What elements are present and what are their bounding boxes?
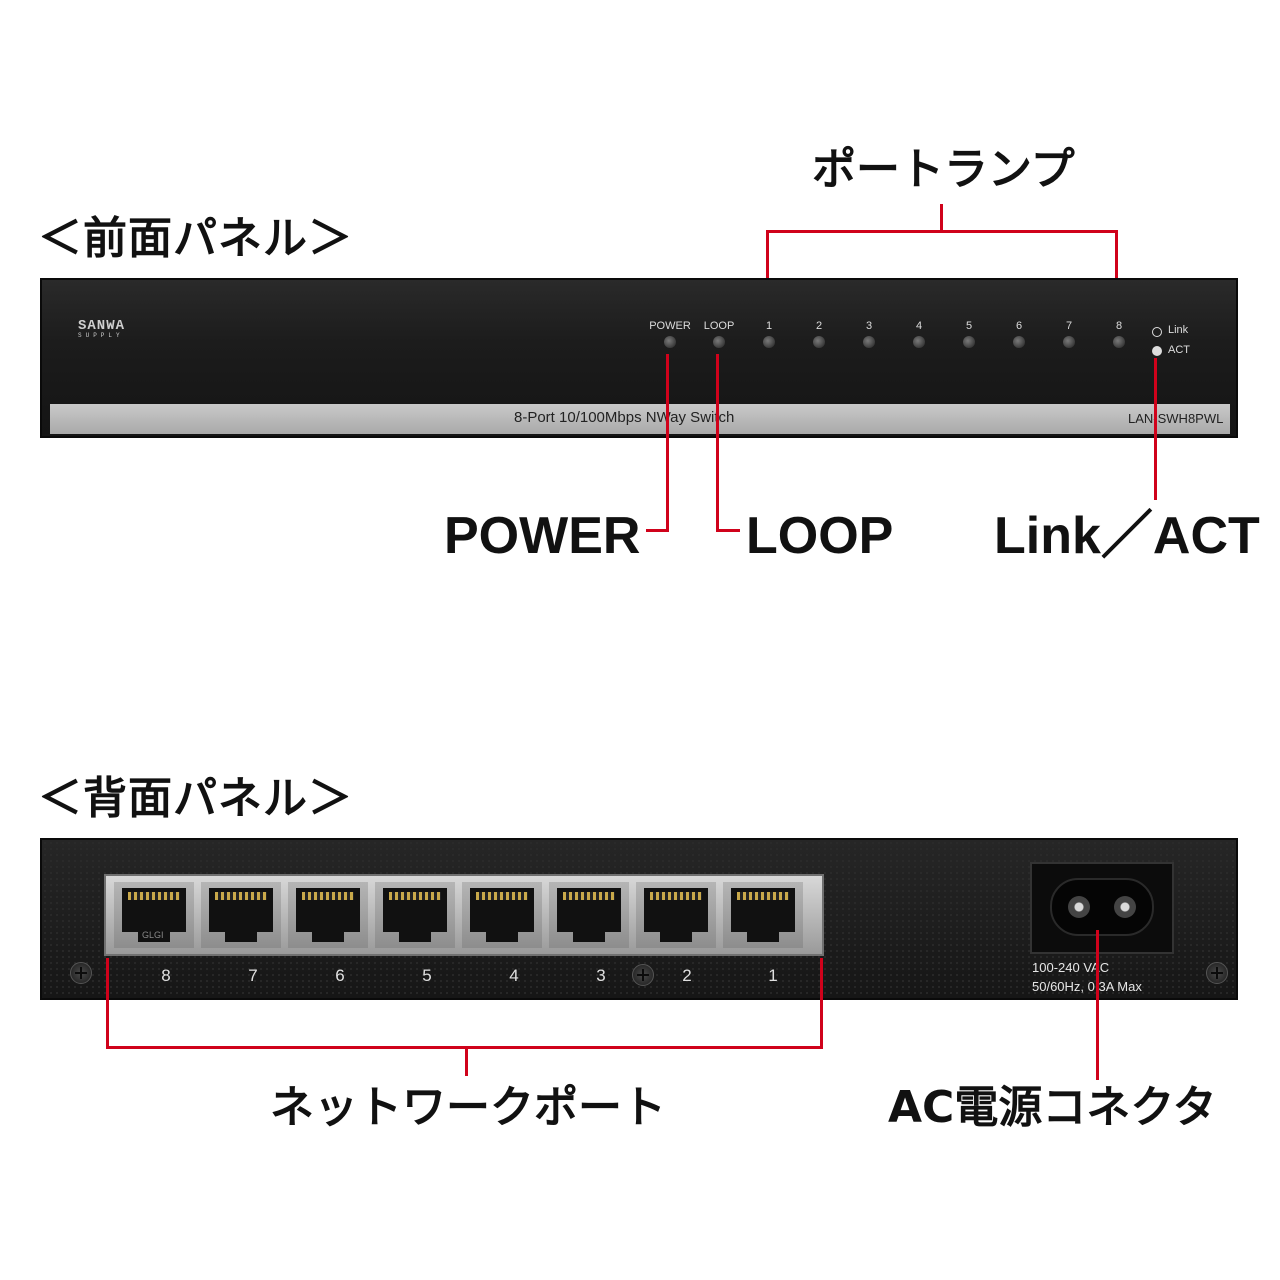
indicator-label-port-5: 5: [965, 320, 973, 332]
ac-pin-right-icon: [1114, 896, 1136, 918]
indicator-label-power: POWER: [649, 320, 691, 332]
ac-socket-inlet: [1050, 878, 1154, 936]
ac-connector-callout-label: AC電源コネクタ: [888, 1082, 1217, 1133]
port-lamp-bracket-left: [766, 230, 769, 308]
ac-spec-voltage: 100-240 VAC: [1032, 960, 1110, 975]
logo-line1: SANWA: [78, 318, 126, 334]
rj45-port-2: [636, 882, 716, 948]
link-act-callout-label: Link／ACT: [994, 507, 1260, 565]
model-description: 8-Port 10/100Mbps NWay Switch: [514, 409, 735, 426]
port-number-7: 7: [248, 966, 258, 985]
port-lamp-bracket-stem: [940, 204, 943, 232]
back-panel: GLGI 8 7 6 5 4 3 2 1 100-240 VAC 50/60Hz…: [40, 838, 1238, 1000]
loop-callout-label: LOOP: [746, 507, 894, 565]
indicator-label-port-1: 1: [765, 320, 773, 332]
ac-spec-current: 50/60Hz, 0.3A Max: [1032, 979, 1142, 994]
sanwa-logo: SANWA SUPPLY: [78, 318, 125, 339]
power-callout-line-h: [646, 529, 669, 532]
port-4-led: [913, 336, 925, 348]
indicator-label-port-2: 2: [815, 320, 823, 332]
port-number-2: 2: [682, 966, 692, 985]
power-callout-label: POWER: [444, 507, 641, 565]
network-bracket-bar: [106, 1046, 823, 1049]
rj45-port-6: [288, 882, 368, 948]
port-lamp-bracket-bar: [766, 230, 1118, 233]
port-1-led: [763, 336, 775, 348]
rj45-port-7: [201, 882, 281, 948]
rj45-port-8: GLGI: [114, 882, 194, 948]
right-screw-icon: [1206, 962, 1228, 984]
ac-callout-line: [1096, 930, 1099, 1080]
port-number-4: 4: [509, 966, 519, 985]
port-number-6: 6: [335, 966, 345, 985]
network-bracket-left: [106, 958, 109, 1048]
loop-led: [713, 336, 725, 348]
loop-callout-line-v: [716, 354, 719, 530]
port-6-led: [1013, 336, 1025, 348]
port-2-led: [813, 336, 825, 348]
left-screw-icon: [70, 962, 92, 984]
port-number-8: 8: [161, 966, 171, 985]
ac-pin-left-icon: [1068, 896, 1090, 918]
indicator-label-port-8: 8: [1115, 320, 1123, 332]
port-5-led: [963, 336, 975, 348]
link-legend-label: Link: [1168, 324, 1189, 336]
port-number-3: 3: [596, 966, 606, 985]
network-bracket-right: [820, 958, 823, 1048]
act-legend-label: ACT: [1168, 344, 1190, 356]
front-panel-title: ＜前面パネル＞: [38, 213, 353, 264]
ac-power-socket: [1030, 862, 1174, 954]
port-8-led: [1113, 336, 1125, 348]
indicator-label-port-4: 4: [915, 320, 923, 332]
network-bracket-stem: [465, 1046, 468, 1076]
rj45-port-1: [723, 882, 803, 948]
indicator-label-loop: LOOP: [703, 320, 735, 332]
back-panel-title: ＜背面パネル＞: [38, 773, 353, 824]
power-callout-line-v: [666, 354, 669, 530]
network-port-callout-label: ネットワークポート: [270, 1082, 666, 1133]
port-number-5: 5: [422, 966, 432, 985]
power-led: [664, 336, 676, 348]
port-7-led: [1063, 336, 1075, 348]
port-lamp-callout: ポートランプ: [812, 144, 1075, 195]
rj45-port-5: [375, 882, 455, 948]
indicator-label-port-7: 7: [1065, 320, 1073, 332]
port-3-led: [863, 336, 875, 348]
middle-screw-icon: [632, 964, 654, 986]
network-port-block: GLGI: [104, 874, 824, 956]
loop-callout-line-h: [716, 529, 740, 532]
rj45-port-4: [462, 882, 542, 948]
indicator-label-port-6: 6: [1015, 320, 1023, 332]
port-tag: GLGI: [142, 930, 164, 940]
port-number-1: 1: [768, 966, 778, 985]
front-label-strip: 8-Port 10/100Mbps NWay Switch LAN-SWH8PW…: [50, 404, 1230, 434]
port-lamp-bracket-right: [1115, 230, 1118, 308]
link-act-callout-line: [1154, 358, 1157, 500]
logo-line2: SUPPLY: [78, 332, 124, 339]
rj45-port-3: [549, 882, 629, 948]
link-legend-circle-icon: [1152, 327, 1162, 337]
indicator-label-port-3: 3: [865, 320, 873, 332]
model-number: LAN-SWH8PWL: [1128, 411, 1224, 426]
act-legend-circle-icon: [1152, 346, 1162, 356]
front-panel: SANWA SUPPLY POWER LOOP 1 2 3 4 5 6 7 8 …: [40, 278, 1238, 438]
